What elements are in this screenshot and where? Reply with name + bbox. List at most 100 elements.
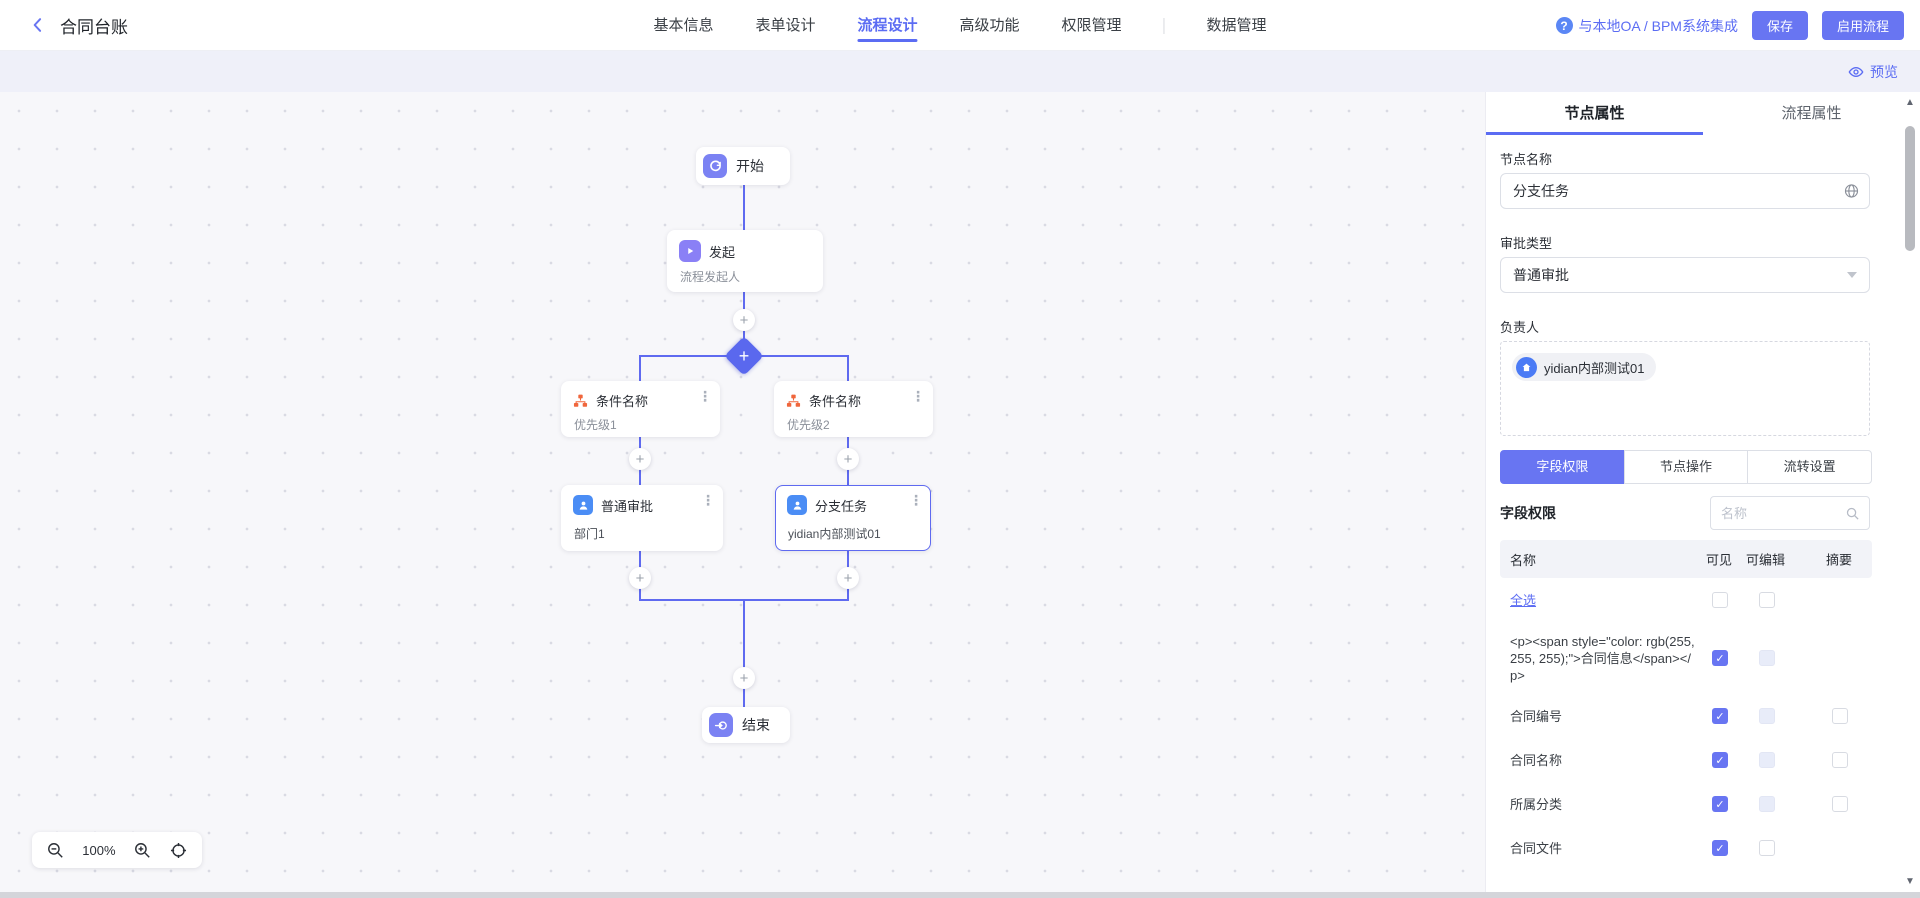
- field-name: 所属分类: [1510, 796, 1563, 812]
- assignee-label: 负责人: [1500, 320, 1540, 335]
- node-condition-2-title: 条件名称: [809, 394, 862, 409]
- connector-line: [847, 355, 849, 382]
- checkbox-visible[interactable]: [1712, 592, 1728, 608]
- preview-link[interactable]: 预览: [1848, 51, 1898, 92]
- scroll-down-icon[interactable]: ▼: [1905, 876, 1915, 887]
- zoom-level: 100%: [82, 842, 116, 858]
- panel-scrollbar[interactable]: ▲ ▼: [1903, 96, 1917, 889]
- field-search-input[interactable]: [1721, 505, 1836, 521]
- zoom-toolbar: 100%: [32, 832, 202, 868]
- zoom-out-icon[interactable]: [46, 841, 65, 860]
- checkbox-summary[interactable]: [1832, 752, 1848, 768]
- field-permission-title: 字段权限: [1500, 505, 1556, 521]
- node-condition-1-subtitle: 优先级1: [574, 418, 617, 432]
- add-node-button[interactable]: +: [733, 309, 755, 331]
- tab-advanced[interactable]: 高级功能: [959, 17, 1020, 34]
- table-row: 所属分类: [1500, 782, 1872, 826]
- kebab-menu-icon[interactable]: ⋮: [698, 388, 712, 404]
- select-all-link[interactable]: 全选: [1510, 592, 1537, 608]
- subtab-field-permission[interactable]: 字段权限: [1500, 450, 1625, 484]
- node-initiate-subtitle: 流程发起人: [680, 270, 741, 284]
- language-icon[interactable]: [1843, 183, 1860, 200]
- enable-flow-button[interactable]: 启用流程: [1821, 11, 1904, 40]
- assignee-tag[interactable]: yidian内部测试01: [1512, 353, 1657, 381]
- tab-permission[interactable]: 权限管理: [1061, 17, 1122, 34]
- node-approval-normal[interactable]: 普通审批 ⋮ 部门1: [561, 485, 723, 551]
- checkbox-visible[interactable]: [1712, 796, 1728, 812]
- assignee-picker[interactable]: yidian内部测试01: [1500, 341, 1870, 436]
- panel-tabs: 节点属性 流程属性: [1486, 92, 1920, 135]
- checkbox-summary[interactable]: [1832, 708, 1848, 724]
- fit-view-icon[interactable]: [169, 841, 188, 860]
- add-node-button[interactable]: +: [837, 567, 859, 589]
- kebab-menu-icon[interactable]: ⋮: [911, 388, 925, 404]
- checkbox-visible[interactable]: [1712, 840, 1728, 856]
- node-condition-1-title: 条件名称: [596, 394, 649, 409]
- tab-flow-design[interactable]: 流程设计: [857, 0, 918, 51]
- node-branch-task-subtitle: yidian内部测试01: [788, 527, 881, 541]
- oa-bpm-help-link[interactable]: ? 与本地OA / BPM系统集成: [1555, 16, 1738, 36]
- node-start[interactable]: 开始: [696, 147, 790, 185]
- node-initiate[interactable]: 发起 流程发起人: [667, 230, 823, 292]
- kebab-menu-icon[interactable]: ⋮: [909, 492, 923, 508]
- back-icon[interactable]: [28, 15, 48, 35]
- connector-line: [743, 185, 745, 230]
- panel-content: 节点名称 审批类型 普通审批 负责人 yidian内部测试01: [1486, 135, 1920, 870]
- kebab-menu-icon[interactable]: ⋮: [701, 492, 715, 508]
- approval-type-select[interactable]: 普通审批: [1500, 257, 1870, 293]
- subtab-node-operation[interactable]: 节点操作: [1623, 450, 1749, 484]
- plus-icon: +: [738, 345, 750, 366]
- checkbox-editable[interactable]: [1759, 592, 1775, 608]
- add-node-button[interactable]: +: [629, 448, 651, 470]
- table-row: <p><span style="color: rgb(255, 255, 255…: [1500, 622, 1872, 694]
- node-approval-normal-title: 普通审批: [601, 498, 654, 514]
- field-name: 合同编号: [1510, 708, 1563, 724]
- branch-icon: [786, 393, 801, 408]
- checkbox-visible[interactable]: [1712, 752, 1728, 768]
- panel-subtabs: 字段权限 节点操作 流转设置: [1500, 450, 1873, 484]
- table-row: 合同名称: [1500, 738, 1872, 782]
- tab-flow-properties[interactable]: 流程属性: [1781, 105, 1842, 122]
- zoom-in-icon[interactable]: [133, 841, 152, 860]
- node-name-input[interactable]: [1501, 174, 1869, 208]
- node-condition-2[interactable]: 条件名称 ⋮ 优先级2: [774, 381, 933, 437]
- person-icon: [573, 495, 593, 515]
- help-link-label: 与本地OA / BPM系统集成: [1578, 17, 1738, 34]
- checkbox-editable[interactable]: [1759, 650, 1775, 666]
- checkbox-editable[interactable]: [1759, 752, 1775, 768]
- node-branch-task[interactable]: 分支任务 ⋮ yidian内部测试01: [775, 485, 931, 551]
- checkbox-visible[interactable]: [1712, 708, 1728, 724]
- preview-label: 预览: [1870, 63, 1898, 80]
- checkbox-editable[interactable]: [1759, 840, 1775, 856]
- tab-data-manage[interactable]: 数据管理: [1206, 17, 1267, 34]
- scrollbar-thumb[interactable]: [1905, 126, 1915, 251]
- field-name: 合同名称: [1510, 752, 1563, 768]
- node-approval-normal-subtitle: 部门1: [574, 527, 605, 541]
- field-search: [1710, 496, 1870, 530]
- subtab-flow-settings[interactable]: 流转设置: [1747, 450, 1873, 484]
- add-node-button[interactable]: +: [733, 667, 755, 689]
- org-icon: [1516, 356, 1537, 378]
- page-title: 合同台账: [60, 17, 128, 37]
- flow-canvas[interactable]: + + + + + + + 开始 发起 流程发起人: [0, 92, 1486, 893]
- add-node-button[interactable]: +: [629, 567, 651, 589]
- tab-basic-info[interactable]: 基本信息: [653, 17, 714, 34]
- node-condition-1[interactable]: 条件名称 ⋮ 优先级1: [561, 381, 720, 437]
- tab-form-design[interactable]: 表单设计: [755, 17, 816, 34]
- node-end[interactable]: 结束: [702, 707, 790, 743]
- properties-panel: 节点属性 流程属性 节点名称 审批类型 普通审批 负责人: [1485, 92, 1920, 893]
- checkbox-summary[interactable]: [1832, 796, 1848, 812]
- checkbox-editable[interactable]: [1759, 708, 1775, 724]
- save-button[interactable]: 保存: [1751, 11, 1808, 40]
- add-node-button[interactable]: +: [837, 448, 859, 470]
- scroll-up-icon[interactable]: ▲: [1905, 97, 1915, 108]
- start-icon: [703, 154, 727, 178]
- tab-node-properties[interactable]: 节点属性: [1486, 92, 1703, 135]
- window-scrollbar-strip[interactable]: [0, 892, 1920, 898]
- add-branch-diamond[interactable]: +: [724, 336, 764, 376]
- tab-divider: [1163, 17, 1165, 34]
- checkbox-editable[interactable]: [1759, 796, 1775, 812]
- checkbox-visible[interactable]: [1712, 650, 1728, 666]
- node-initiate-title: 发起: [709, 244, 736, 260]
